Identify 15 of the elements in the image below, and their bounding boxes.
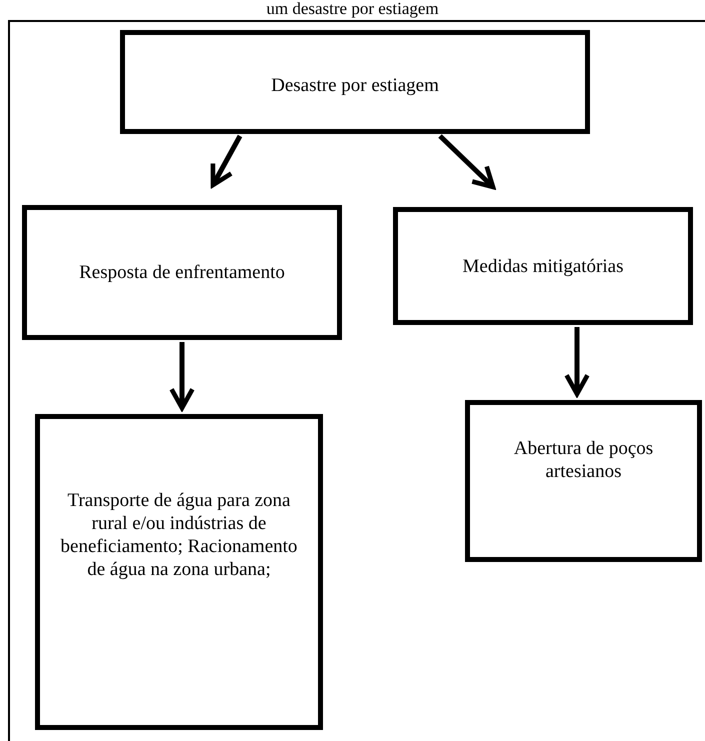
arrow	[210, 134, 242, 188]
box-text: Transporte de água para zona rural e/ou indústrias de beneficiamento; Racionamento de água na zona urbana;	[60, 488, 298, 581]
arrow	[169, 342, 195, 410]
arrow	[564, 327, 590, 396]
diagram-title: um desastre por estiagem	[265, 0, 440, 18]
process-box	[22, 205, 342, 340]
process-box	[465, 400, 702, 562]
box-text: Medidas mitigatórias	[462, 254, 624, 278]
box-text: Resposta de enfrentamento	[78, 261, 286, 284]
process-box	[393, 207, 693, 325]
process-box	[120, 30, 590, 134]
arrow	[438, 134, 496, 190]
box-text: Desastre por estiagem	[270, 74, 440, 98]
process-box	[35, 414, 323, 730]
box-text: Abertura de poços artesianos	[512, 436, 654, 483]
